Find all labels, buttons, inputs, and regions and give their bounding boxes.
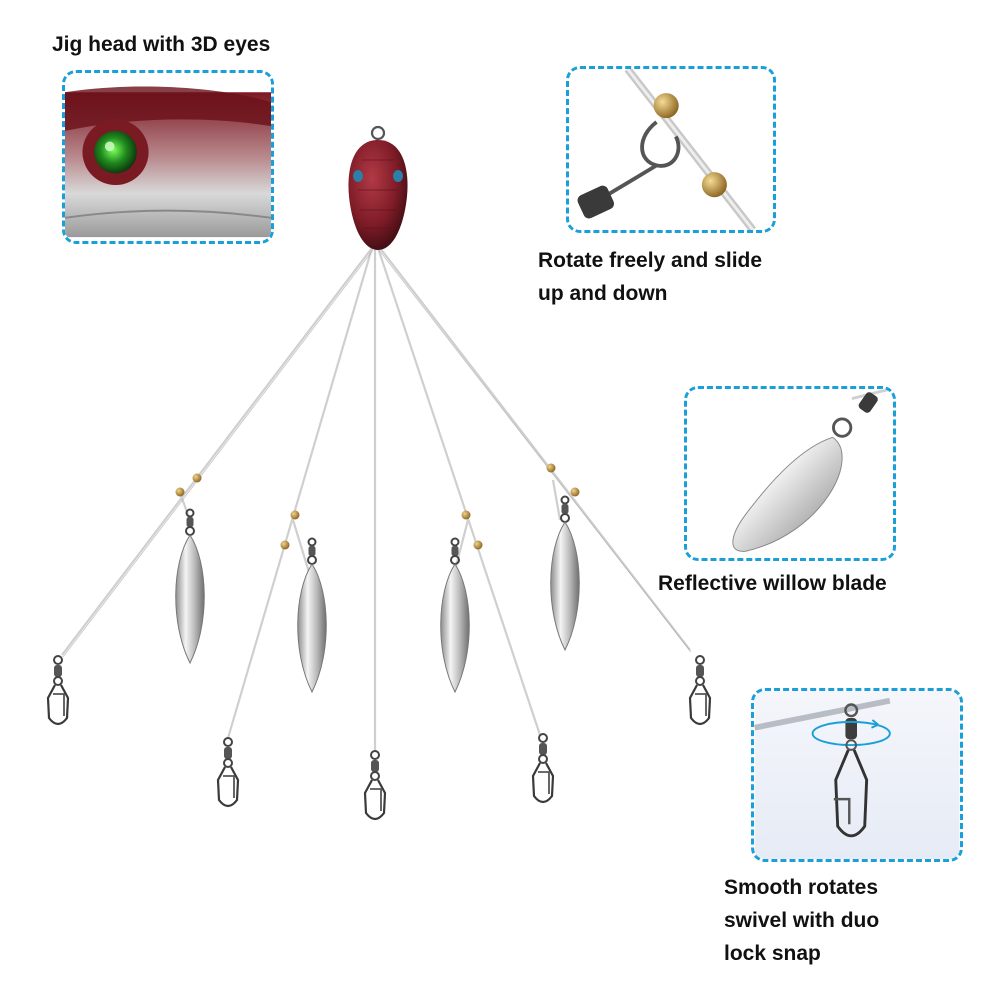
wire-arms <box>61 247 691 750</box>
rotate-joint-detail-box <box>566 66 776 233</box>
willow-blade-closeup-image <box>687 389 893 558</box>
caption-jig-head: Jig head with 3D eyes <box>52 33 271 56</box>
willow-blade-detail-box <box>684 386 896 561</box>
rotate-joint-closeup-image <box>569 69 773 230</box>
jig-head-closeup-image <box>65 73 271 241</box>
swivel-snap-closeup-image <box>754 691 960 859</box>
swivel-snap-detail-box <box>751 688 963 862</box>
willow-blades <box>174 495 581 693</box>
caption-rotate: Rotate freely and slide up and down <box>538 249 763 305</box>
brass-beads <box>175 463 580 550</box>
caption-blade: Reflective willow blade <box>658 572 887 595</box>
wire-arms-shadow <box>62 249 692 658</box>
duo-lock-snaps <box>46 654 712 821</box>
jig-head <box>348 125 408 250</box>
caption-swivel: Smooth rotates swivel with duo lock snap <box>724 876 880 965</box>
jig-head-detail-box <box>62 70 274 244</box>
